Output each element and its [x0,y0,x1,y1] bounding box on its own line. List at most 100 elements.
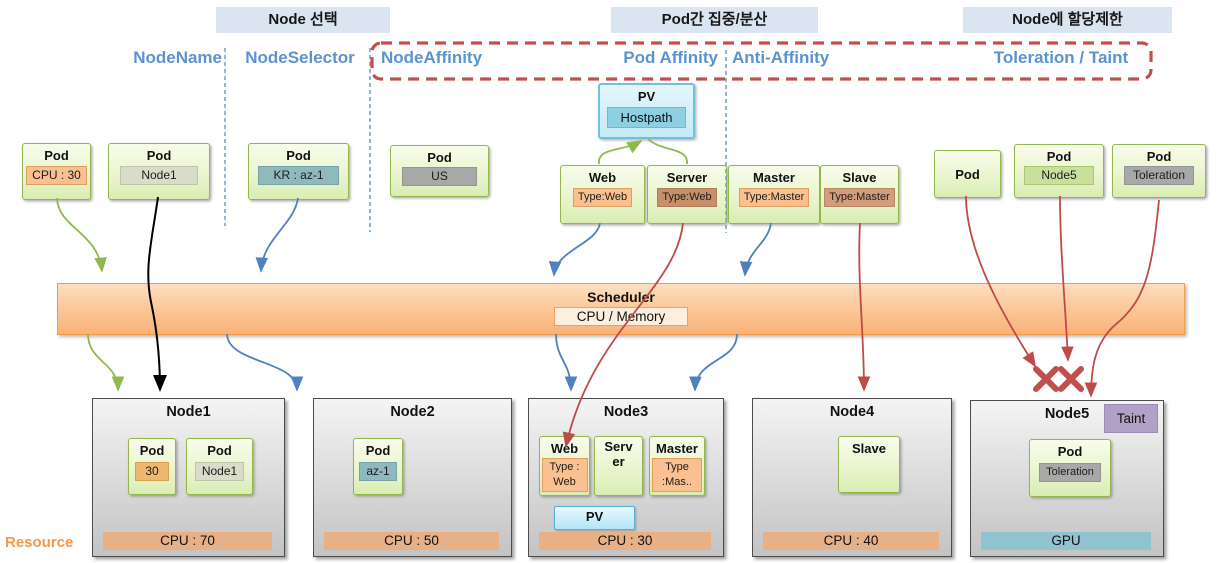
pod-title: Pod [955,166,980,182]
arrow-podnode5-to-node5-blocked [1059,195,1074,362]
scheduler-title: Scheduler [587,289,655,305]
arrow-master-to-scheduler [739,222,772,277]
pod-title: Pod [286,148,311,163]
pod-title: Master [656,441,698,456]
pod-label-type-master-slave: Type:Master [824,188,895,207]
category-toleration-taint: Toleration / Taint [993,48,1129,67]
arrow-scheduler-to-node2 [226,333,304,392]
pod-title: Master [753,170,795,185]
node3-pv-box: PV [554,506,635,530]
pod-label-node1: Node1 [120,166,198,185]
pod-label-cpu30: CPU : 30 [26,166,87,185]
pod-server: Server Type:Web [647,165,727,224]
header-node-restriction: Node에 할당제한 [963,7,1172,33]
category-anti-affinity: Anti-Affinity [732,48,830,67]
pod-title: Web [588,170,617,185]
node5-resource-bar: GPU [981,532,1151,550]
node1-pod-node1: Pod Node1 [186,438,253,495]
pod-title: Pod [44,148,69,163]
arrow-scheduler-to-node3-left [555,333,578,392]
pod-label-toleration: Toleration [1039,463,1101,482]
node3-pod-web: Web Type : Web [539,436,590,496]
pod-title: Pod [1146,149,1172,164]
node-title: Node4 [829,404,875,420]
pv-hostpath-label: Hostpath [607,107,686,128]
pod-master: Master Type:Master [728,165,820,224]
pod-label-30: 30 [135,462,169,481]
node2-pod-az1: Pod az-1 [353,438,403,495]
pod-label-type-web: Type:Web [572,188,633,207]
pod-title: Pod [427,150,452,165]
pod-plain: Pod [934,150,1001,198]
pod-title: Pod [1046,149,1072,164]
pod-node5: Pod Node5 [1014,144,1104,198]
scheduler-cpu-memory-label: CPU / Memory [554,307,688,326]
arrow-podkraz1-to-scheduler [255,197,299,273]
pod-title: Web [550,441,579,456]
category-nodename: NodeName [133,48,222,67]
header-node-selection: Node 선택 [216,7,390,33]
pod-title: Slave [852,441,886,456]
pod-title: Pod [207,443,232,458]
pod-kr-az1: Pod KR : az-1 [248,143,349,200]
node4: Node4 Slave CPU : 40 [752,398,952,557]
node-title: Node3 [603,404,649,420]
node4-resource-bar: CPU : 40 [763,532,939,550]
pod-label-type-web-server: Type:Web [657,188,717,207]
node1-resource-bar: CPU : 70 [103,532,272,550]
x-mark-icon [1058,366,1084,392]
node3-pod-server: Server [594,436,643,496]
node-title: Node1 [166,404,211,420]
arrow-web-to-pv [598,140,643,165]
category-pod-affinity: Pod Affinity [623,48,718,67]
node1: Node1 Pod 30 Pod Node1 CPU : 70 [92,398,285,557]
pod-label-type-web: Type : Web [541,458,588,492]
pv-box: PV Hostpath [598,83,695,139]
node5-taint-badge: Taint [1104,404,1158,433]
pod-label-kr-az1: KR : az-1 [258,166,339,185]
arrow-scheduler-to-node1 [87,333,125,392]
pod-cpu30: Pod CPU : 30 [22,143,91,200]
node3-pod-master: Master Type :Mas.. [649,436,705,496]
node4-pod-slave: Slave [838,436,900,493]
pod-label-toleration: Toleration [1123,166,1195,185]
pod-label-node5: Node5 [1024,166,1094,185]
node-title: Node5 [1044,406,1090,422]
node1-pod-30: Pod 30 [128,438,176,495]
category-nodeaffinity: NodeAffinity [381,48,483,67]
node3-resource-bar: CPU : 30 [539,532,711,550]
pod-node1: Pod Node1 [108,143,210,200]
blocked-x-marks [1033,366,1084,392]
pod-title: Pod [365,443,391,458]
pod-label-az1: az-1 [359,462,397,481]
node2: Node2 Pod az-1 CPU : 50 [313,398,512,557]
pod-title: Pod [146,148,172,163]
pod-title: Slave [842,170,877,185]
node5: Node5 Taint Pod Toleration GPU [970,400,1164,557]
node2-resource-bar: CPU : 50 [324,532,499,550]
x-mark-icon [1058,366,1084,392]
node-title: Node2 [390,404,435,420]
pod-us: Pod US [390,145,489,197]
category-nodeselector: NodeSelector [245,48,355,67]
node5-pod-toleration: Pod Toleration [1029,439,1111,497]
pod-label-type-master: Type :Mas.. [652,458,702,492]
arrow-web-to-scheduler [548,222,601,277]
header-pod-affinity-group: Pod간 집중/분산 [611,7,818,33]
pod-title: Server [604,439,633,469]
pod-label-node1: Node1 [194,462,245,481]
pv-title: PV [637,89,656,104]
arrow-podcpu30-to-scheduler [56,197,107,273]
pod-toleration: Pod Toleration [1112,144,1206,198]
pod-title: Pod [139,443,165,458]
x-mark-icon [1033,366,1059,392]
pod-label-type-master: Type:Master [738,188,810,207]
arrow-scheduler-to-node3-right [689,333,738,392]
pod-label-us: US [402,167,477,186]
pod-title: Server [666,170,708,185]
x-mark-icon [1033,366,1059,392]
pod-web: Web Type:Web [560,165,645,224]
resource-label: Resource [5,534,74,551]
arrow-server-to-pv [647,138,688,165]
